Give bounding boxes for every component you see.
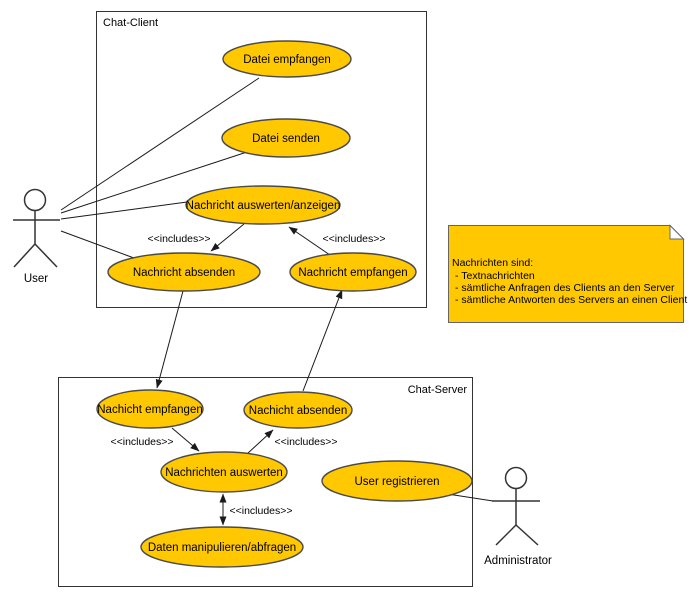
note-line: Nachrichten sind: bbox=[452, 257, 533, 269]
usecase-label: Nachricht empfangen bbox=[298, 267, 407, 279]
includes-label-server-bottom: <<includes>> bbox=[229, 505, 292, 517]
arrow-server-empfangen-to-auswerten bbox=[171, 427, 200, 452]
usecase-nachricht-empfangen-client: Nachricht empfangen bbox=[289, 252, 417, 292]
includes-label-client-right: <<includes>> bbox=[322, 233, 385, 245]
arrow-server-absenden-to-client-empfangen bbox=[302, 289, 343, 392]
note-line: - sämtliche Anfragen des Clients an den … bbox=[455, 282, 675, 294]
note-fold-icon bbox=[669, 224, 685, 240]
assoc-user-datei-senden bbox=[60, 151, 248, 214]
usecase-nachricht-auswerten-anzeigen: Nachricht auswerten/anzeigen bbox=[185, 185, 341, 225]
usecase-label: Nachricht auswerten/anzeigen bbox=[186, 200, 341, 212]
usecase-label: Nachicht absenden bbox=[249, 405, 347, 417]
usecase-nachicht-empfangen-server: Nachicht empfangen bbox=[96, 389, 204, 429]
usecase-label: Datei senden bbox=[252, 133, 320, 145]
note-line: - Textnachrichten bbox=[455, 270, 535, 282]
usecase-label: User registrieren bbox=[355, 476, 440, 488]
usecase-ellipse bbox=[96, 389, 204, 429]
assoc-user-datei-empfangen bbox=[60, 77, 260, 211]
usecase-label: Nachrichten auswerten bbox=[165, 467, 283, 479]
usecase-label: Nachricht absenden bbox=[133, 267, 235, 279]
usecase-ellipse bbox=[185, 185, 341, 225]
include-arrows bbox=[155, 223, 343, 526]
usecase-nachrichten-auswerten: Nachrichten auswerten bbox=[160, 451, 288, 493]
arrow-auswerten-to-absenden-client bbox=[210, 223, 245, 252]
usecase-nachricht-absenden-client: Nachricht absenden bbox=[107, 252, 261, 292]
note-line: - sämtliche Antworten des Servers an ein… bbox=[455, 294, 687, 306]
includes-label-server-right: <<includes>> bbox=[274, 436, 337, 448]
includes-label-client-left: <<includes>> bbox=[147, 233, 210, 245]
usecase-ellipse bbox=[160, 451, 288, 493]
actor-leg-right bbox=[34, 243, 58, 268]
note-body bbox=[448, 225, 684, 323]
usecase-user-registrieren: User registrieren bbox=[321, 460, 473, 502]
note: Nachrichten sind: - Textnachrichten - sä… bbox=[448, 224, 687, 323]
actor-head bbox=[23, 188, 47, 212]
usecase-ellipse bbox=[107, 252, 261, 292]
actor-leg-left bbox=[13, 243, 36, 268]
actor-administrator-label: Administrator bbox=[484, 555, 552, 567]
usecase-ellipse bbox=[321, 460, 473, 502]
arrow-auswerten-to-absenden-server bbox=[246, 429, 274, 455]
usecase-datei-senden: Datei senden bbox=[221, 118, 351, 158]
includes-label-server-left: <<includes>> bbox=[110, 436, 173, 448]
actor-leg-right bbox=[515, 524, 539, 546]
usecase-nachicht-absenden-server: Nachicht absenden bbox=[243, 391, 353, 429]
chat-client-title: Chat-Client bbox=[103, 17, 158, 29]
usecase-label: Daten manipulieren/abfragen bbox=[148, 542, 296, 554]
usecase-label: Datei empfangen bbox=[243, 54, 331, 66]
actor-head bbox=[504, 466, 528, 490]
assoc-user-nachricht-absenden bbox=[60, 230, 135, 259]
usecase-ellipse bbox=[222, 40, 352, 78]
chat-server-title: Chat-Server bbox=[408, 384, 468, 396]
arrow-client-absenden-to-server-empfangen bbox=[155, 290, 184, 389]
actor-administrator bbox=[492, 466, 540, 546]
usecase-ellipse bbox=[140, 526, 304, 568]
usecase-label: Nachicht empfangen bbox=[97, 404, 202, 416]
actor-user bbox=[13, 188, 60, 268]
actor-leg-left bbox=[495, 524, 517, 546]
usecase-ellipse bbox=[221, 118, 351, 158]
arrow-empfangen-to-auswerten-client bbox=[288, 226, 331, 256]
actor-user-label: User bbox=[24, 273, 48, 285]
usecase-daten-manipulieren-abfragen: Daten manipulieren/abfragen bbox=[140, 526, 304, 568]
usecase-datei-empfangen: Datei empfangen bbox=[222, 40, 352, 78]
usecase-ellipse bbox=[243, 391, 353, 429]
usecase-ellipse bbox=[289, 252, 417, 292]
associations bbox=[60, 77, 494, 502]
assoc-user-nachricht-auswerten bbox=[60, 201, 188, 220]
